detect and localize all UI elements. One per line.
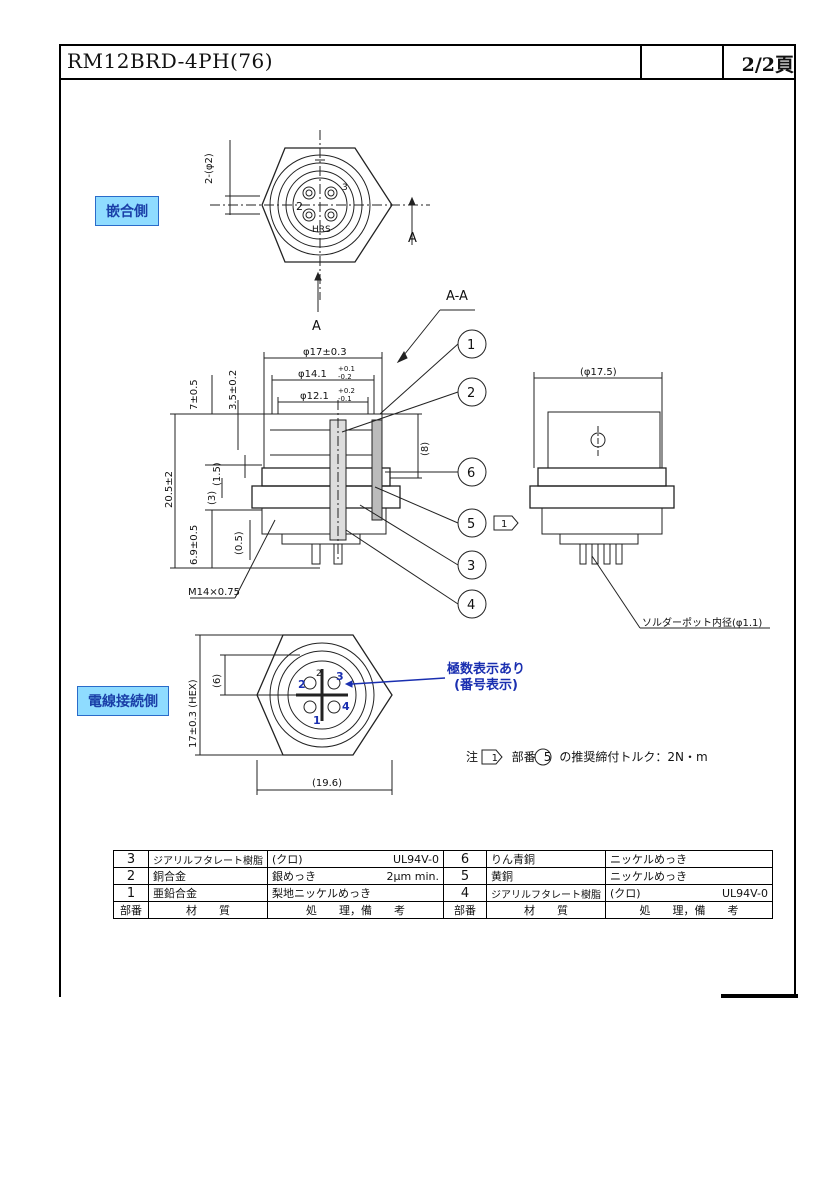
page-number-cell: 2/2頁 bbox=[722, 46, 798, 78]
part-finish: (クロ) bbox=[267, 850, 375, 868]
dim-69: 6.9±0.5 bbox=[189, 525, 200, 565]
dim-12-tol-up: +0.2 bbox=[338, 387, 355, 395]
dim-thread: M14×0.75 bbox=[188, 587, 240, 598]
torque-note-prefix: 注 bbox=[466, 750, 479, 764]
pin-note-line2: (番号表示) bbox=[454, 678, 518, 693]
section-mark-right: A bbox=[408, 231, 417, 246]
pin-label-2-small: 2 bbox=[316, 669, 322, 679]
part-no: 6 bbox=[443, 850, 487, 868]
part-no: 1 bbox=[113, 884, 149, 902]
dim-14-tol-up: +0.1 bbox=[338, 365, 355, 373]
header-material: 材 質 bbox=[486, 901, 606, 919]
dim-14-tol-dn: -0.2 bbox=[338, 373, 352, 381]
side-view bbox=[529, 372, 770, 629]
part-material: ジアリルフタレート樹脂 bbox=[148, 850, 268, 868]
mating-side-view bbox=[210, 130, 430, 312]
dim-17: φ17±0.3 bbox=[303, 347, 347, 358]
part-finish: ニッケルめっき bbox=[605, 850, 694, 868]
torque-note-mid: 部番 bbox=[511, 750, 536, 764]
callout-5: 5 bbox=[467, 517, 475, 532]
table-row: 3 ジアリルフタレート樹脂 (クロ) UL94V-0 6 りん青銅 ニッケルめっ… bbox=[113, 850, 773, 868]
dim-8: (8) bbox=[420, 442, 431, 456]
part-material: 黄銅 bbox=[486, 867, 606, 885]
dim-35: 3.5±0.2 bbox=[228, 370, 239, 410]
dim-205: 20.5±2 bbox=[164, 471, 175, 508]
dim-12: φ12.1 bbox=[300, 391, 329, 402]
drawing-title: RM12BRD-4PH(76) bbox=[67, 49, 274, 73]
torque-note-flag: 1 bbox=[491, 753, 499, 764]
pin-label-3-blue: 3 bbox=[336, 670, 344, 683]
wire-side-label: 電線接続側 bbox=[77, 686, 169, 716]
part-no: 2 bbox=[113, 867, 149, 885]
dim-7: 7±0.5 bbox=[189, 379, 200, 410]
torque-note-text: の推奨締付トルク：2N・m bbox=[559, 750, 708, 764]
header-material: 材 質 bbox=[148, 901, 268, 919]
part-no: 5 bbox=[443, 867, 487, 885]
footer-bar bbox=[721, 994, 798, 998]
dim-6: (6) bbox=[212, 674, 223, 688]
header-finish: 処 理，備 考 bbox=[605, 901, 773, 919]
dim-15: (1.5) bbox=[212, 462, 223, 486]
part-finish: 梨地ニッケルめっき bbox=[267, 884, 375, 902]
part-spec bbox=[694, 850, 773, 868]
pin-label-4-blue: 4 bbox=[342, 700, 350, 713]
callout-2: 2 bbox=[467, 386, 475, 401]
dim-phi2: 2-(φ2) bbox=[204, 153, 215, 184]
dim-196: (19.6) bbox=[312, 778, 342, 789]
pin-number-note: 極数表示あり (番号表示) bbox=[447, 662, 525, 694]
header-part-no: 部番 bbox=[443, 901, 487, 919]
dim-14: φ14.1 bbox=[298, 369, 327, 380]
pin-label-3: 3 bbox=[342, 183, 348, 193]
section-label: A-A bbox=[446, 289, 468, 304]
mating-side-label: 嵌合側 bbox=[95, 196, 159, 226]
parts-table: 3 ジアリルフタレート樹脂 (クロ) UL94V-0 6 りん青銅 ニッケルめっ… bbox=[113, 850, 773, 919]
torque-note: 注 1 部番 5 の推奨締付トルク：2N・m bbox=[466, 748, 708, 765]
dim-175: (φ17.5) bbox=[580, 367, 617, 378]
pin-note-line1: 極数表示あり bbox=[447, 662, 526, 677]
part-no: 4 bbox=[443, 884, 487, 902]
part-material: 銅合金 bbox=[148, 867, 268, 885]
part-finish: 銀めっき bbox=[267, 867, 375, 885]
callout-circles bbox=[457, 329, 552, 766]
table-row: 2 銅合金 銀めっき 2μm min. 5 黄銅 ニッケルめっき bbox=[113, 867, 773, 885]
wire-side-view bbox=[195, 634, 446, 795]
dim-17-hex: 17±0.3 (HEX) bbox=[188, 679, 199, 748]
part-spec: UL94V-0 bbox=[694, 884, 773, 902]
part-finish: ニッケルめっき bbox=[605, 867, 694, 885]
part-material: ジアリルフタレート樹脂 bbox=[486, 884, 606, 902]
section-view bbox=[170, 309, 475, 605]
pin-label-1-blue: 1 bbox=[313, 714, 321, 727]
pin-label-2-blue: 2 bbox=[298, 678, 306, 691]
part-material: 亜鉛合金 bbox=[148, 884, 268, 902]
section-mark-bottom: A bbox=[312, 319, 321, 334]
callout-1: 1 bbox=[467, 338, 475, 353]
part-no: 3 bbox=[113, 850, 149, 868]
part-spec: UL94V-0 bbox=[375, 850, 444, 868]
pin-label-2: 2 bbox=[296, 200, 303, 213]
header-part-no: 部番 bbox=[113, 901, 149, 919]
part-spec bbox=[375, 884, 444, 902]
callout-6: 6 bbox=[467, 466, 475, 481]
table-row: 1 亜鉛合金 梨地ニッケルめっき 4 ジアリルフタレート樹脂 (クロ) UL94… bbox=[113, 884, 773, 902]
header-finish: 処 理，備 考 bbox=[267, 901, 444, 919]
title-block-empty-cell bbox=[640, 46, 724, 78]
callout-4: 4 bbox=[467, 598, 475, 613]
page-number: 2/2頁 bbox=[741, 54, 794, 76]
drawing-sheet: RM12BRD-4PH(76) 2/2頁 bbox=[59, 44, 796, 997]
part-material: りん青銅 bbox=[486, 850, 606, 868]
solder-pot-note: ソルダーポット内径(φ1.1) bbox=[642, 616, 762, 629]
callout-3: 3 bbox=[467, 559, 475, 574]
table-header-row: 部番 材 質 処 理，備 考 部番 材 質 処 理，備 考 bbox=[113, 901, 773, 919]
part-spec bbox=[694, 867, 773, 885]
dim-3: (3) bbox=[207, 491, 218, 505]
part-spec: 2μm min. bbox=[375, 867, 444, 885]
callout-flag: 1 bbox=[501, 519, 507, 530]
dim-12-tol-dn: -0.1 bbox=[338, 395, 352, 403]
hrs-mark: HRS bbox=[312, 225, 331, 235]
dim-05: (0.5) bbox=[234, 531, 245, 555]
part-finish: (クロ) bbox=[605, 884, 694, 902]
title-block: RM12BRD-4PH(76) 2/2頁 bbox=[61, 46, 794, 80]
torque-note-circ: 5 bbox=[543, 750, 552, 764]
